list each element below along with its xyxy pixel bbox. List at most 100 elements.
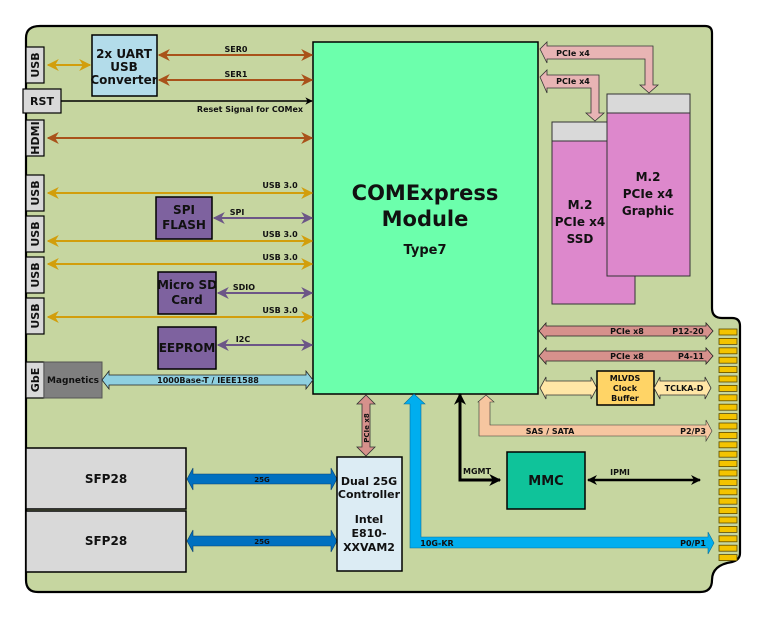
edge-connector-pad — [718, 507, 738, 515]
edge-connector-pad — [718, 384, 738, 392]
connector-usb-4[interactable]: USB — [25, 256, 45, 294]
mlvds-clock-buffer[interactable]: MLVDS Clock Buffer — [596, 370, 655, 406]
connector-hdmi[interactable]: HDMI — [25, 119, 45, 157]
p0p1-label: P0/P1 — [680, 539, 706, 548]
svg-text:Graphic: Graphic — [622, 204, 674, 218]
pcie-x8-label-2: PCIe x8 — [610, 352, 644, 361]
svg-text:Buffer: Buffer — [611, 394, 639, 403]
edge-connector-pad — [718, 366, 738, 374]
svg-text:SFP28: SFP28 — [85, 472, 127, 486]
connector-usb-5[interactable]: USB — [25, 297, 45, 335]
pcie-x4-label-2: PCIe x4 — [556, 77, 590, 86]
edge-connector-pad — [718, 375, 738, 383]
25g-label-1: 25G — [254, 476, 270, 484]
usb30-label-2: USB 3.0 — [262, 230, 298, 239]
micro-sd-card[interactable]: Micro SD Card — [157, 271, 217, 315]
svg-text:Micro SD: Micro SD — [157, 278, 217, 292]
svg-text:SFP28: SFP28 — [85, 534, 127, 548]
edge-connector-pad — [718, 328, 738, 336]
spi-label: SPI — [230, 208, 245, 217]
dual-25g-controller[interactable]: Dual 25G Controller Intel E810- XXVAM2 — [336, 456, 403, 572]
edge-connector-pad — [718, 526, 738, 533]
connector-rst[interactable]: RST — [22, 88, 62, 114]
svg-text:USB: USB — [29, 52, 42, 77]
edge-connector-pad — [718, 469, 738, 477]
clock-arrow-edge — [653, 376, 712, 400]
svg-text:USB: USB — [110, 60, 138, 74]
edge-connector-pad — [718, 488, 738, 496]
connector-gbe[interactable]: GbE — [25, 361, 45, 399]
svg-text:USB: USB — [29, 262, 42, 287]
sfp28-port-2[interactable]: SFP28 — [25, 510, 187, 573]
mgmt-arrow — [454, 392, 502, 486]
pcie-x8-controller-label: PCIe x8 — [363, 413, 371, 443]
edge-connector-pad — [718, 460, 738, 468]
module-title-line1: COMExpress — [352, 181, 499, 205]
pcie-x4-arrow-graphic — [539, 41, 660, 94]
svg-text:GbE: GbE — [29, 368, 42, 392]
svg-text:USB: USB — [29, 221, 42, 246]
edge-connector-pad — [718, 478, 738, 486]
svg-text:EEPROM: EEPROM — [159, 341, 216, 355]
m2-graphic-slot[interactable]: M.2 PCIe x4 Graphic — [606, 93, 691, 277]
edge-connector-pad — [718, 450, 738, 458]
ser1-label: SER1 — [225, 70, 248, 79]
10g-kr-label: 10G-KR — [420, 539, 453, 548]
connector-usb-1[interactable]: USB — [25, 46, 45, 84]
mgmt-label: MGMT — [463, 467, 491, 476]
edge-connector-pad — [718, 356, 738, 364]
p4-11-label: P4-11 — [678, 352, 704, 361]
edge-connector-pad — [718, 431, 738, 439]
25g-label-2: 25G — [254, 538, 270, 546]
edge-connector-pad — [718, 422, 738, 430]
eeprom[interactable]: EEPROM — [157, 326, 217, 370]
sas-sata-label: SAS / SATA — [526, 427, 575, 436]
connector-usb-2[interactable]: USB — [25, 174, 45, 212]
svg-text:Card: Card — [171, 293, 202, 307]
edge-connector-pad — [718, 347, 738, 355]
pcie-x8-label-1: PCIe x8 — [610, 327, 644, 336]
p2p3-label: P2/P3 — [680, 427, 706, 436]
module-title-line2: Module — [382, 207, 469, 231]
usb30-label-3: USB 3.0 — [262, 253, 298, 262]
connector-usb-3[interactable]: USB — [25, 215, 45, 253]
usb30-label-4: USB 3.0 — [262, 306, 298, 315]
pcie-x4-arrow-ssd — [539, 69, 606, 122]
edge-connector-pad — [718, 394, 738, 402]
svg-text:RST: RST — [30, 95, 54, 108]
usb30-label-1: USB 3.0 — [262, 181, 298, 190]
svg-text:M.2: M.2 — [636, 170, 661, 184]
ipmi-label: IPMI — [610, 468, 630, 477]
sfp28-port-1[interactable]: SFP28 — [25, 447, 187, 510]
edge-connector-pad — [718, 403, 738, 411]
svg-text:HDMI: HDMI — [29, 121, 42, 154]
edge-connector-pad — [718, 497, 738, 505]
edge-connector-pad — [718, 554, 738, 561]
svg-text:SPI: SPI — [173, 203, 195, 217]
pcie-x8-arrow-controller — [356, 394, 376, 457]
svg-text:M.2: M.2 — [568, 198, 593, 212]
svg-text:SSD: SSD — [567, 232, 594, 246]
magnetics[interactable]: Magnetics — [43, 361, 103, 399]
svg-text:Controller: Controller — [338, 488, 401, 501]
svg-text:E810-: E810- — [351, 527, 386, 540]
sdio-label: SDIO — [233, 283, 255, 292]
edge-connector-pad — [718, 337, 738, 345]
svg-text:Dual 25G: Dual 25G — [341, 475, 397, 488]
mmc[interactable]: MMC — [506, 451, 586, 510]
i2c-label: I2C — [236, 335, 251, 344]
pcie-x8-arrow-p4-11 — [538, 346, 714, 366]
10g-kr-arrow — [403, 393, 715, 555]
svg-text:Intel: Intel — [355, 513, 383, 526]
svg-text:Magnetics: Magnetics — [47, 376, 99, 386]
tclka-label: TCLKA-D — [665, 384, 704, 393]
uart-usb-converter[interactable]: 2x UART USB Converter — [90, 34, 158, 97]
svg-text:XXVAM2: XXVAM2 — [343, 541, 395, 554]
edge-connector — [718, 328, 738, 561]
svg-text:Converter: Converter — [90, 73, 157, 87]
spi-flash[interactable]: SPI FLASH — [155, 196, 213, 240]
ser0-label: SER0 — [225, 45, 248, 54]
svg-text:2x UART: 2x UART — [96, 47, 153, 61]
svg-text:Clock: Clock — [613, 384, 638, 393]
